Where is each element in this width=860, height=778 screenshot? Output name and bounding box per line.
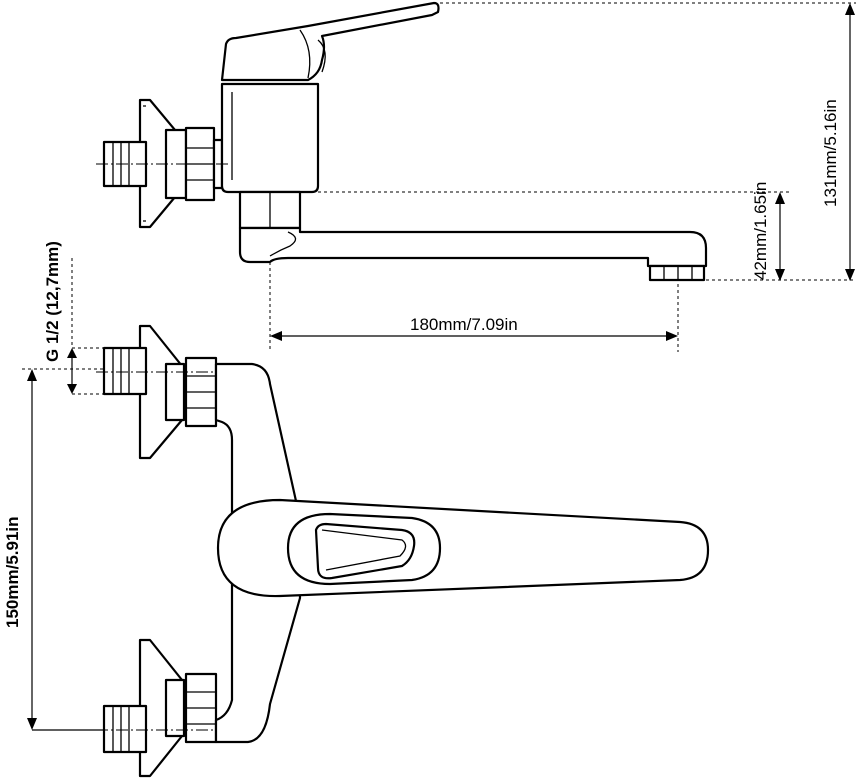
- dimension-spout-height: 42mm/1.65in: [751, 182, 785, 281]
- faucet-front-view: [96, 324, 710, 778]
- front-view-reference-lines: [22, 258, 104, 395]
- dimension-spout-reach: 180mm/7.09in: [270, 315, 678, 341]
- thread-size-label: G 1/2 (12,7mm): [43, 241, 62, 362]
- inlet-spacing-label: 150mm/5.91in: [3, 516, 22, 628]
- dimension-inlet-spacing: 150mm/5.91in: [3, 369, 104, 731]
- total-height-label: 131mm/5.16in: [821, 99, 840, 207]
- dimension-total-height: 131mm/5.16in: [821, 3, 855, 281]
- spout-reach-label: 180mm/7.09in: [410, 315, 518, 334]
- faucet-side-view: [96, 1, 708, 282]
- dimension-thread-size: G 1/2 (12,7mm): [43, 241, 77, 394]
- spout-height-label: 42mm/1.65in: [751, 182, 770, 280]
- side-view-reference-lines: [269, 2, 856, 352]
